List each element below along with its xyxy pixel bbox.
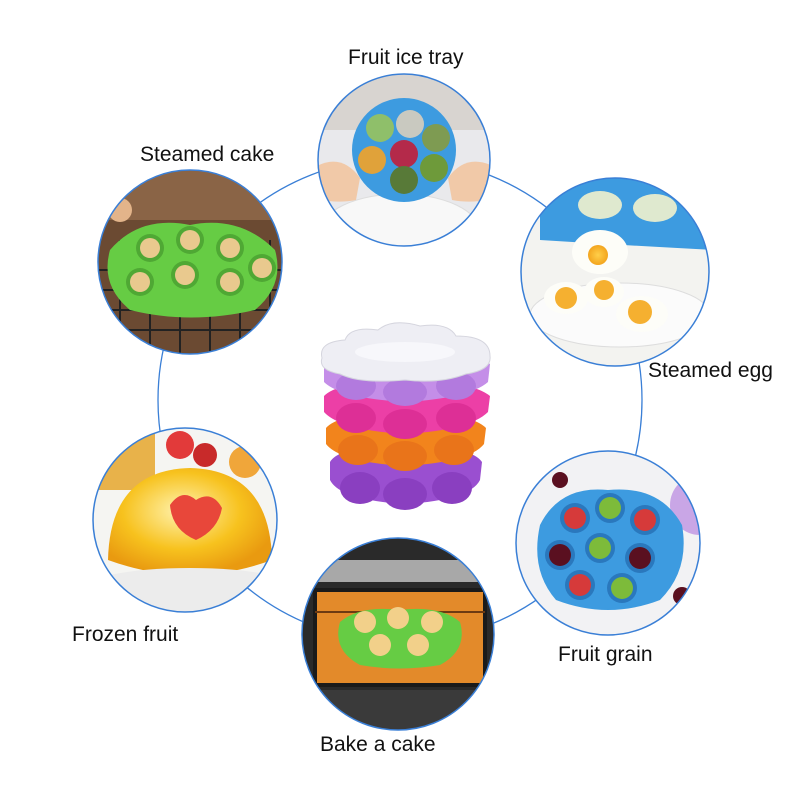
steamed-cake-label: Steamed cake xyxy=(140,143,275,166)
bake-a-cake-label: Bake a cake xyxy=(320,733,436,756)
steamed-cake-photo xyxy=(97,169,283,355)
steamed-egg-photo xyxy=(520,177,710,367)
steamed-egg-label: Steamed egg xyxy=(648,359,773,382)
fruit-ice-tray-photo xyxy=(317,73,491,247)
fruit-ice-tray-label: Fruit ice tray xyxy=(348,46,464,69)
fruit-grain-photo xyxy=(515,450,701,636)
frozen-fruit-photo xyxy=(92,427,278,613)
stacked-silicone-trays xyxy=(320,322,491,510)
frozen-fruit-label: Frozen fruit xyxy=(72,623,179,646)
bake-a-cake-photo xyxy=(301,537,495,731)
fruit-grain-label: Fruit grain xyxy=(558,643,653,666)
